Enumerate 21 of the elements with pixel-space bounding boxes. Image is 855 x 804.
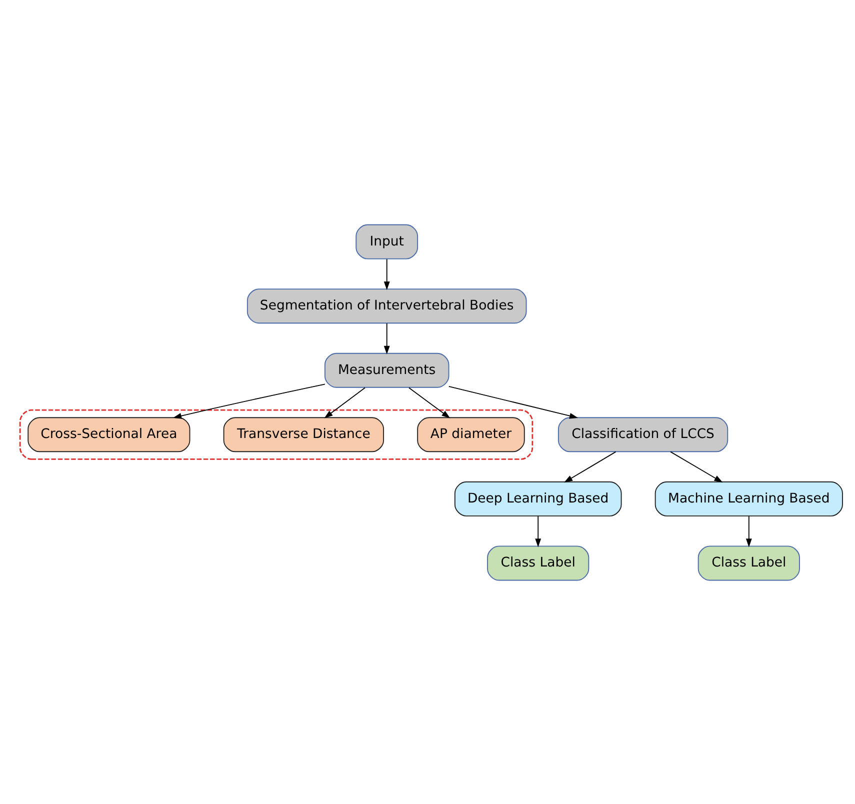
node-box: Transverse Distance (223, 416, 384, 452)
node-box: Segmentation of Intervertebral Bodies (246, 288, 527, 324)
arrow (535, 515, 542, 547)
node-box: Classification of LCCS (558, 416, 728, 452)
node-box: AP diameter (417, 416, 525, 452)
arrow (384, 322, 390, 354)
arrow (324, 386, 366, 418)
node-box: Cross-Sectional Area (28, 416, 190, 452)
arrow (746, 515, 752, 547)
node-box: Input (356, 224, 418, 259)
node-box: Measurements (324, 352, 450, 388)
node-box: Deep Learning Based (454, 480, 622, 516)
node-box: Machine Learning Based (654, 480, 843, 516)
arrow (172, 383, 326, 418)
node-box: Class Label (698, 545, 800, 580)
arrow (564, 450, 616, 482)
arrow (384, 258, 390, 290)
node-box: Class Label (487, 545, 590, 580)
arrow (408, 386, 450, 418)
arrow (670, 450, 723, 482)
arrow (448, 385, 578, 418)
